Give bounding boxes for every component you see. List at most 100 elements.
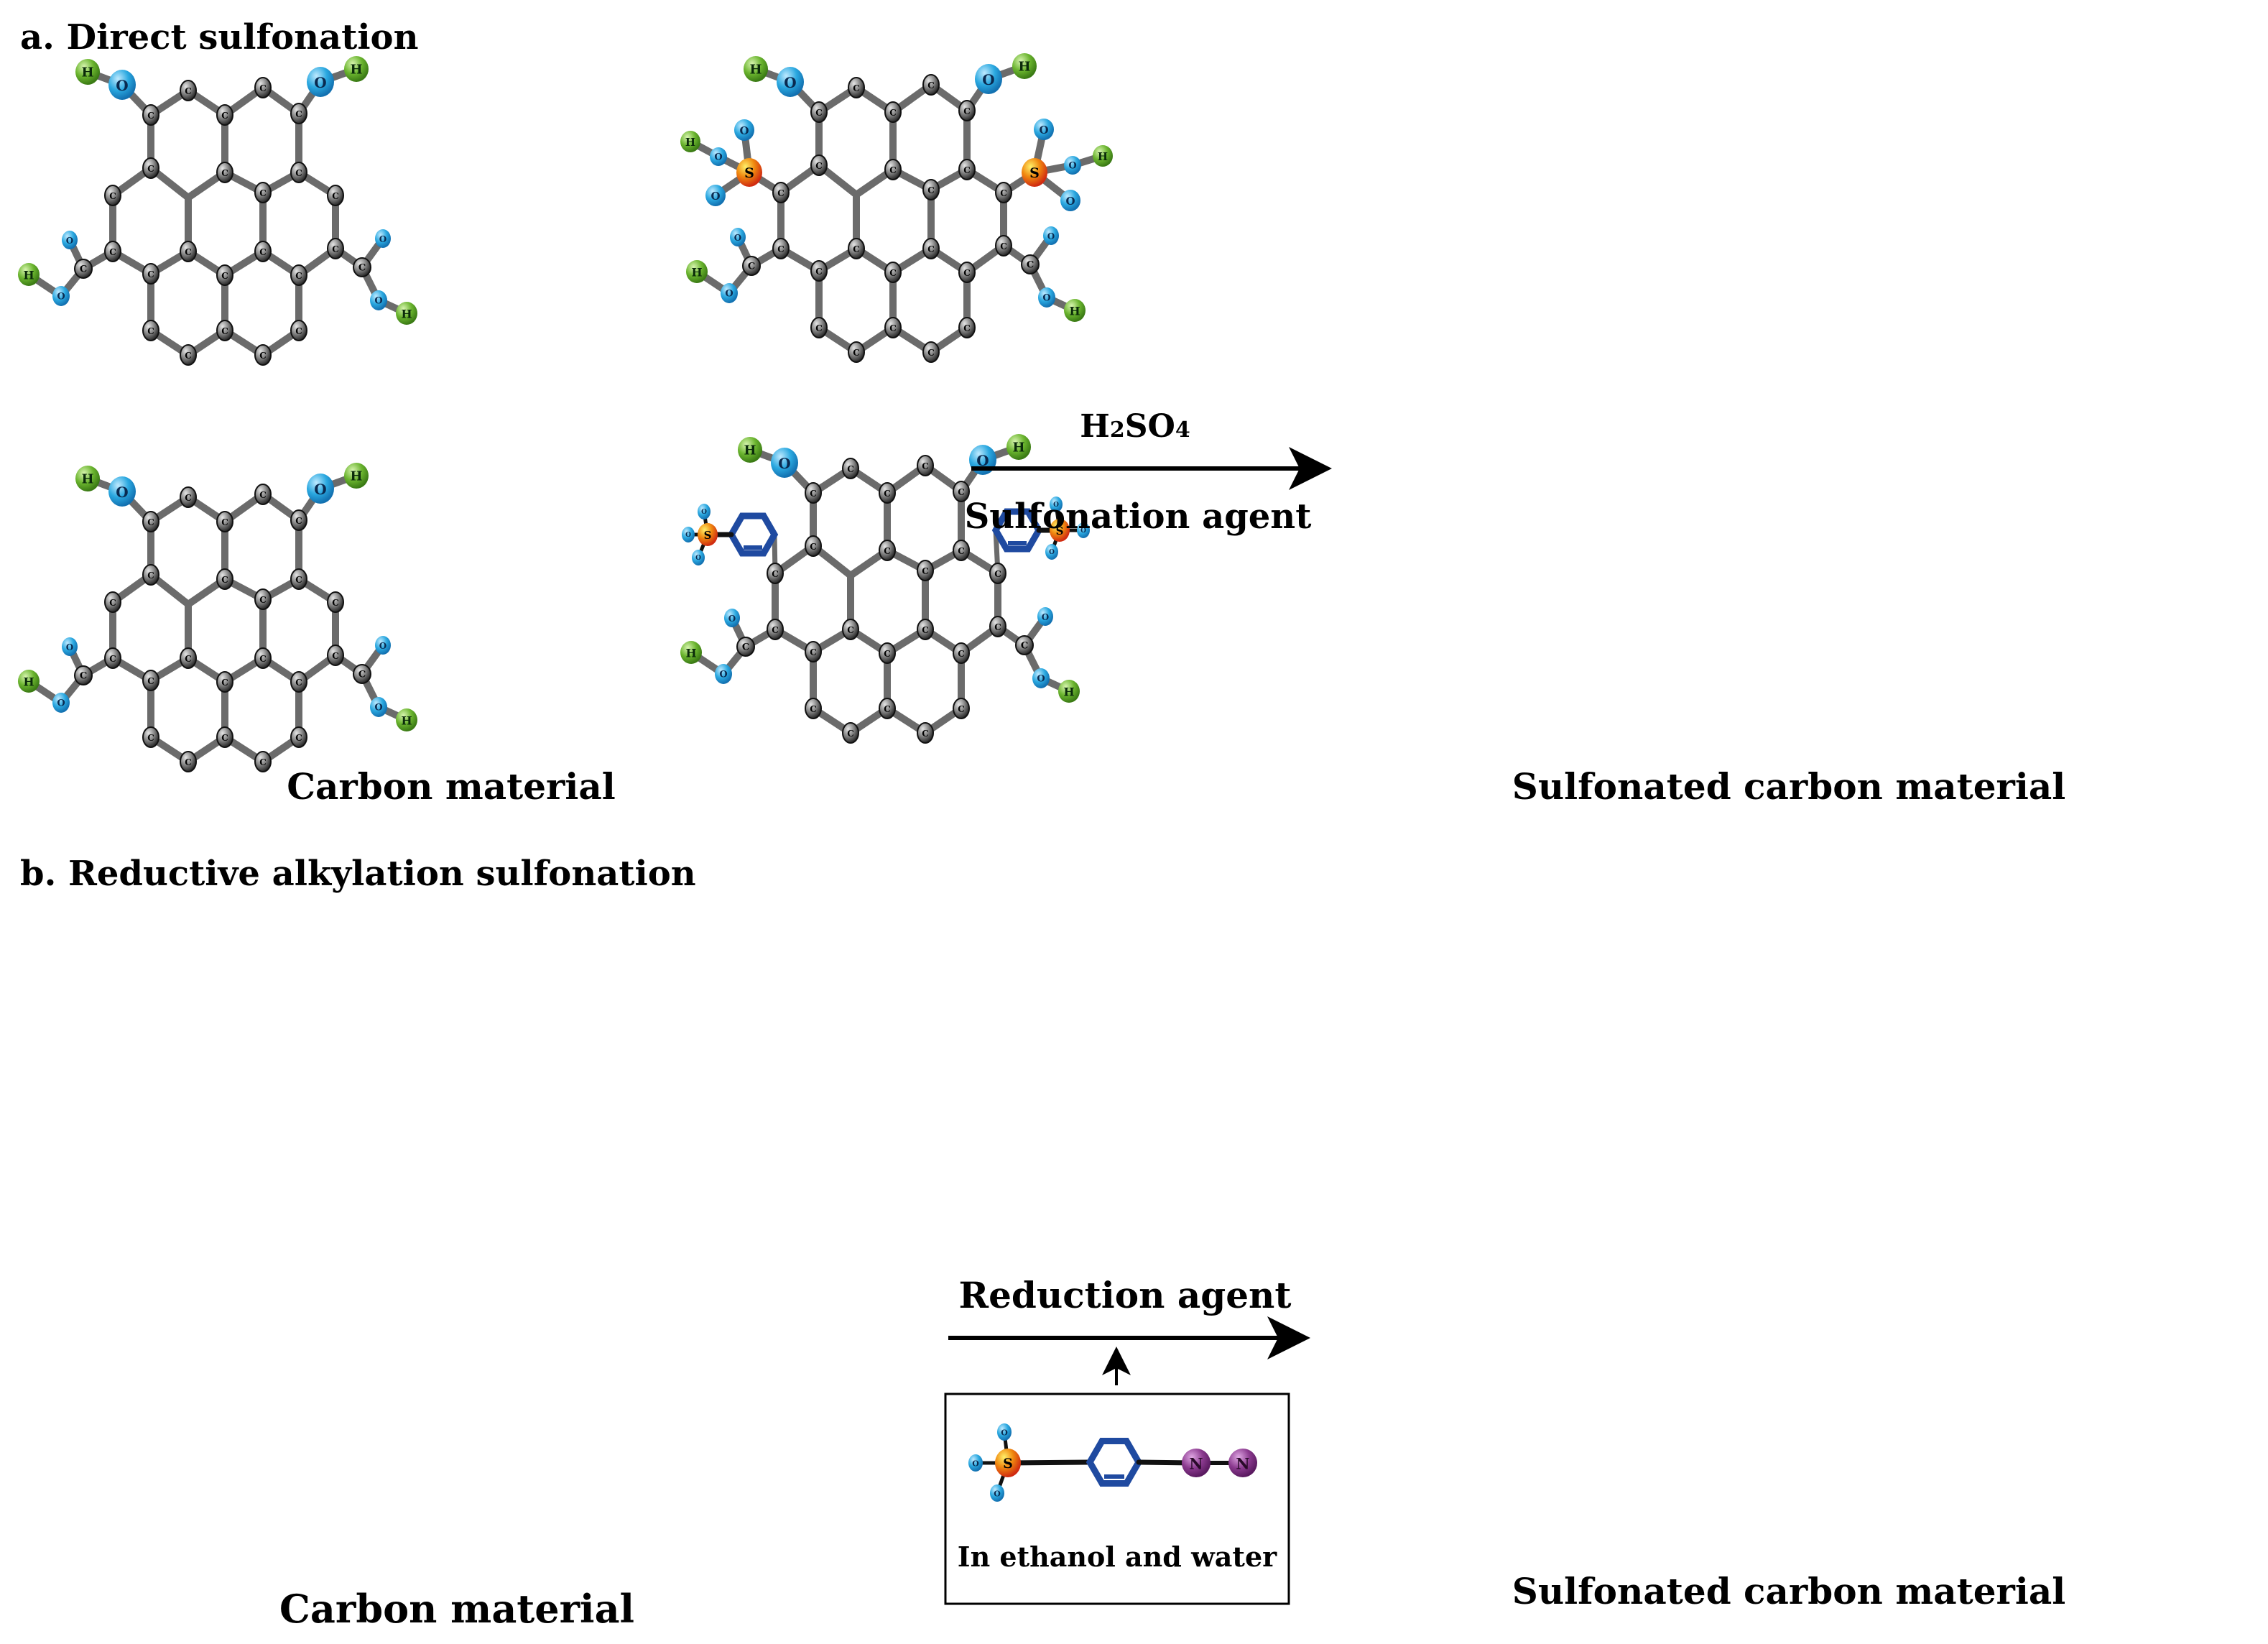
atom-symbol: C <box>221 517 228 527</box>
atom-sphere <box>734 119 754 141</box>
atom-C: C <box>917 560 934 581</box>
atom-H: H <box>1006 434 1031 460</box>
atom-sphere <box>1058 680 1080 703</box>
atom-sphere <box>958 100 976 121</box>
atom-H: H <box>686 260 708 283</box>
atom-symbol: O <box>1065 195 1075 208</box>
atom-symbol: C <box>332 244 339 254</box>
atom-sphere <box>1032 668 1050 688</box>
atom-S: S <box>1050 519 1070 542</box>
atom-symbol: O <box>1047 231 1055 241</box>
atom-H: H <box>396 302 417 325</box>
atom-C: C <box>884 262 902 283</box>
atom-sphere <box>917 722 934 744</box>
atom-symbol: C <box>358 670 366 680</box>
atom-symbol: O <box>784 74 796 91</box>
atom-symbol: O <box>66 236 73 246</box>
atom-symbol: C <box>994 622 1001 632</box>
atom-symbol: C <box>332 598 339 608</box>
atom-sphere <box>810 317 828 338</box>
atom-O: O <box>1060 190 1080 211</box>
atom-symbol: C <box>958 649 965 659</box>
atom-sphere <box>698 523 718 546</box>
atom-symbol: C <box>958 546 965 556</box>
atom-symbol: S <box>744 165 754 181</box>
reaction-arrow-b: Reduction agent In ethanol and water <box>944 1274 1310 1605</box>
atom-sphere <box>254 77 272 98</box>
atom-C: C <box>180 80 197 101</box>
atom-symbol: C <box>889 108 897 118</box>
atom-C: C <box>142 157 159 179</box>
atom-H: H <box>738 437 762 463</box>
atom-symbol: C <box>295 516 302 526</box>
atom-sphere <box>216 162 233 183</box>
atom-symbol: O <box>374 296 382 307</box>
atom-sphere <box>884 262 902 283</box>
atom-symbol: O <box>374 703 382 714</box>
atom-sphere <box>989 616 1006 637</box>
atom-S: S <box>736 158 762 187</box>
atom-S: S <box>1022 158 1047 187</box>
reagent-box <box>944 1393 1290 1605</box>
atom-C: C <box>772 238 790 259</box>
atom-C: C <box>879 482 896 504</box>
atom-sphere <box>715 664 732 684</box>
atom-symbol: C <box>963 268 971 278</box>
atom-C: C <box>842 722 859 744</box>
atom-O: O <box>705 185 726 206</box>
atom-symbol: C <box>185 86 192 96</box>
atom-sphere <box>810 101 828 123</box>
atom-symbol: O <box>1001 1428 1008 1438</box>
atom-sphere <box>180 647 197 669</box>
atom-sphere <box>108 476 136 507</box>
atom-sphere <box>1043 226 1059 245</box>
atom-sphere <box>1228 1449 1257 1477</box>
atom-symbol: C <box>815 267 823 277</box>
atom-sphere <box>344 463 369 489</box>
atom-symbol: C <box>80 671 87 682</box>
atom-C: C <box>254 77 272 98</box>
atom-symbol: C <box>963 106 971 116</box>
atom-symbol: C <box>847 729 854 739</box>
atom-C: C <box>104 241 121 262</box>
atom-C: C <box>805 698 822 719</box>
atom-sphere <box>879 698 896 719</box>
atom-symbol: C <box>295 168 302 178</box>
atom-C: C <box>290 264 307 286</box>
atom-symbol: C <box>295 109 302 119</box>
atom-C: C <box>142 726 159 748</box>
atom-sphere <box>884 101 902 123</box>
atom-C: C <box>805 535 822 557</box>
atom-sphere <box>62 637 78 656</box>
sulfonated-carbon-label-b: Sulfonated carbon material <box>1512 1570 2066 1612</box>
atom-symbol: C <box>853 244 860 254</box>
atom-symbol: C <box>259 757 267 767</box>
atom-symbol: C <box>109 598 116 608</box>
atom-symbol: C <box>889 323 897 333</box>
atom-symbol: O <box>379 641 387 651</box>
atom-C: C <box>254 588 272 610</box>
atom-C: C <box>884 159 902 180</box>
atom-symbol: H <box>1018 60 1030 75</box>
atom-symbol: O <box>1042 293 1050 304</box>
atom-sphere <box>290 671 307 693</box>
atom-sphere <box>75 466 100 491</box>
atom-O: O <box>734 119 754 141</box>
atom-symbol: C <box>259 654 267 664</box>
atom-symbol: O <box>116 484 128 501</box>
atom-sphere <box>917 560 934 581</box>
atom-symbol: H <box>1012 440 1024 456</box>
atom-symbol: N <box>1189 1455 1203 1473</box>
reagent-formula-sub2: 4 <box>1175 417 1190 443</box>
atom-symbol: C <box>772 625 779 635</box>
atom-C: C <box>842 619 859 640</box>
atom-sphere <box>1038 287 1055 308</box>
atom-symbol: C <box>332 191 339 201</box>
atom-sphere <box>74 665 93 685</box>
atom-C: C <box>104 647 121 669</box>
atom-sphere <box>142 157 159 179</box>
atom-sphere <box>254 751 272 772</box>
